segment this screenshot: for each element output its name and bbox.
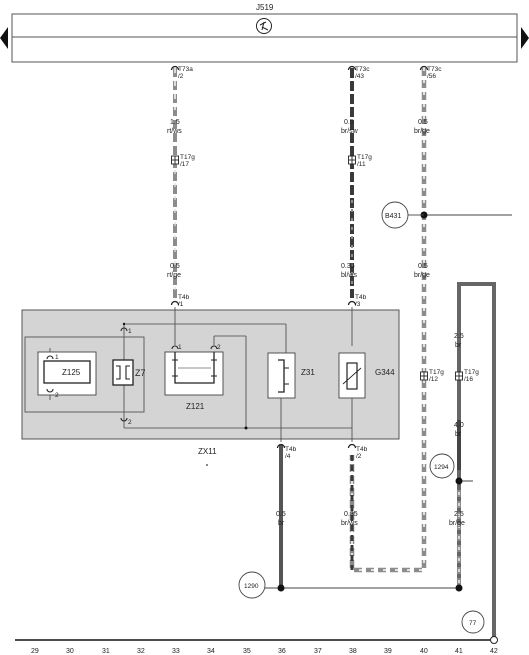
w36-out-color: br [278,520,285,527]
column-number: 30 [66,648,74,655]
z125-pin-2: 2 [55,392,59,399]
w38-low-color: bl/ws [341,272,357,279]
z121-label: Z121 [186,402,205,411]
w38-mid-pin: /11 [357,161,366,168]
marker-1290-label: 1290 [244,583,259,590]
w33-top-pin: /2 [178,73,184,80]
bus-pin-2: 2 [128,419,132,426]
wire-column-38 [347,65,357,306]
column-number: 33 [172,648,180,655]
w41-a-color: br [455,342,462,349]
w41-c-color: br/ge [449,520,465,527]
w38-t4b-pin: /3 [355,301,361,308]
wire-column-41 [455,282,498,644]
w38-low-size: 0.35 [341,263,355,270]
triangle-left-icon[interactable] [0,27,8,49]
w36-out-size: 0.5 [276,511,286,518]
w38-mid-conn: T17g [357,154,372,161]
marker-77-label: 77 [469,620,477,627]
w38-out-conn: T4b [356,446,368,453]
module-label: ZX11 [198,447,217,456]
w36-out-pin: /4 [285,453,291,460]
w33-top-conn: T73a [178,66,193,73]
column-number: 32 [137,648,145,655]
fan-icon [256,18,272,34]
marker-1294-label: 1294 [434,464,449,471]
w38-out-color: br/ws [341,520,358,527]
z125-pin-1: 1 [55,354,59,361]
triangle-right-icon[interactable] [521,27,529,49]
column-number: 39 [384,648,392,655]
column-number: 41 [455,648,463,655]
w33-mid-pin: /17 [180,161,189,168]
w38-t4b-conn: T4b [355,294,367,301]
column-number: 29 [31,648,39,655]
w40-low-size: 0.5 [418,263,428,270]
w33-top-size: 1.5 [170,119,180,126]
w40-top-color: br/ge [414,128,430,135]
marker-77 [461,610,485,634]
z121-pin-2: 2 [217,344,221,351]
w40-top-conn: T73c [427,66,442,73]
w40-low-color: br/ge [414,272,430,279]
z31-label: Z31 [301,368,315,377]
w36-out-conn: T4b [285,446,297,453]
module-internal-wiring [49,307,353,442]
column-number: 42 [490,648,498,655]
w33-low-size: 0.5 [170,263,180,270]
junction-dots [122,322,248,430]
w38-top-conn: T73c [355,66,370,73]
w41-t17-conn: T17g [464,369,479,376]
w41-t17-pin: /16 [464,376,473,383]
g344-label: G344 [375,368,395,377]
w38-out-size: 0.35 [344,511,358,518]
z7-label: Z7 [135,368,146,378]
marker-1294 [429,453,455,479]
column-number: 37 [314,648,322,655]
z125-label: Z125 [62,368,81,377]
w40-t17-pin: /12 [429,376,438,383]
marker-1290 [238,571,266,599]
terminal-marks [46,327,218,422]
w38-top-color: br/sw [341,128,359,135]
marker-b431 [381,201,424,229]
column-number: 38 [349,648,357,655]
control-unit-j519: J519 [11,3,518,63]
w33-mid-conn: T17g [180,154,195,161]
w41-a-size: 2.5 [454,333,464,340]
bus-pin-1: 1 [128,328,132,335]
w38-top-size: 0.5 [344,119,354,126]
control-unit-label: J519 [256,3,274,12]
w38-out-pin: /2 [356,453,362,460]
w41-b-size: 4.0 [454,422,464,429]
column-number: 31 [102,648,110,655]
w33-t4b-conn: T4b [178,294,190,301]
column-number: 36 [278,648,286,655]
column-number: 35 [243,648,251,655]
w41-b-color: br [455,431,462,438]
z31-component [267,352,296,399]
w41-c-size: 2.5 [454,511,464,518]
w40-top-pin: /56 [427,73,436,80]
z121-pin-1: 1 [178,344,182,351]
w40-t17-conn: T17g [429,369,444,376]
marker-b431-label: B431 [385,213,401,220]
w33-t4b-pin: /1 [178,301,184,308]
column-number: 34 [207,648,215,655]
g344-sensor [338,352,366,399]
column-number: 40 [420,648,428,655]
z121-component [164,351,224,396]
w33-top-color: rt/ws [167,128,182,135]
w40-top-size: 0.5 [418,119,428,126]
w33-low-color: rt/ge [167,272,181,279]
w38-top-pin: /43 [355,73,364,80]
z125-z7-group [24,336,145,413]
wire-column-36 [263,443,463,592]
column-numbers: 29 30 31 32 33 34 35 36 37 38 39 40 41 4… [31,648,498,655]
